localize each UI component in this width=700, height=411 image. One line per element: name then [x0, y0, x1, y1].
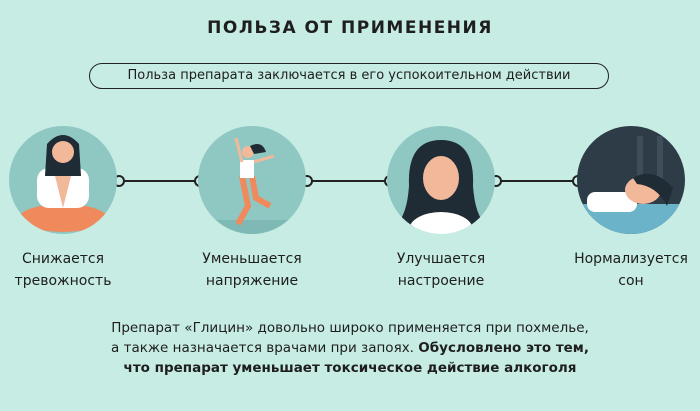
footer-bold: Обусловлено это тем,: [418, 340, 589, 356]
connector-line: [310, 180, 386, 182]
footer-text: Препарат «Глицин» довольно широко примен…: [0, 318, 700, 378]
benefit-line: Снижается: [21, 251, 105, 267]
benefit-line: Нормализуется: [574, 251, 688, 267]
benefit-label: Нормализуется сон: [551, 248, 700, 292]
meditating-woman-icon: [9, 126, 117, 234]
benefit-label: Уменьшается напряжение: [172, 248, 332, 292]
jumping-woman-icon: [198, 126, 306, 234]
connector-line: [498, 180, 576, 182]
subtitle-pill: Польза препарата заключается в его успок…: [89, 63, 609, 89]
benefit-label: Снижается тревожность: [0, 248, 143, 292]
benefit-line: напряжение: [205, 273, 299, 289]
benefit-line: Улучшается: [396, 251, 486, 267]
benefit-line: Уменьшается: [202, 251, 302, 267]
footer-line: что препарат уменьшает токсическое дейст…: [0, 358, 700, 378]
smiling-woman-icon: [387, 126, 495, 234]
footer-line: Препарат «Глицин» довольно широко примен…: [111, 320, 589, 336]
footer-bold: что препарат уменьшает токсическое дейст…: [123, 360, 577, 376]
sleeping-man-icon: [577, 126, 685, 234]
benefit-line: сон: [618, 273, 644, 289]
footer-plain: а также назначается врачами при запоях.: [111, 340, 419, 356]
connector-line: [121, 180, 197, 182]
benefit-line: тревожность: [14, 273, 112, 289]
footer-line: а также назначается врачами при запоях. …: [0, 338, 700, 358]
page-title: ПОЛЬЗА ОТ ПРИМЕНЕНИЯ: [207, 18, 493, 38]
benefit-line: настроение: [397, 273, 485, 289]
benefit-label: Улучшается настроение: [361, 248, 521, 292]
